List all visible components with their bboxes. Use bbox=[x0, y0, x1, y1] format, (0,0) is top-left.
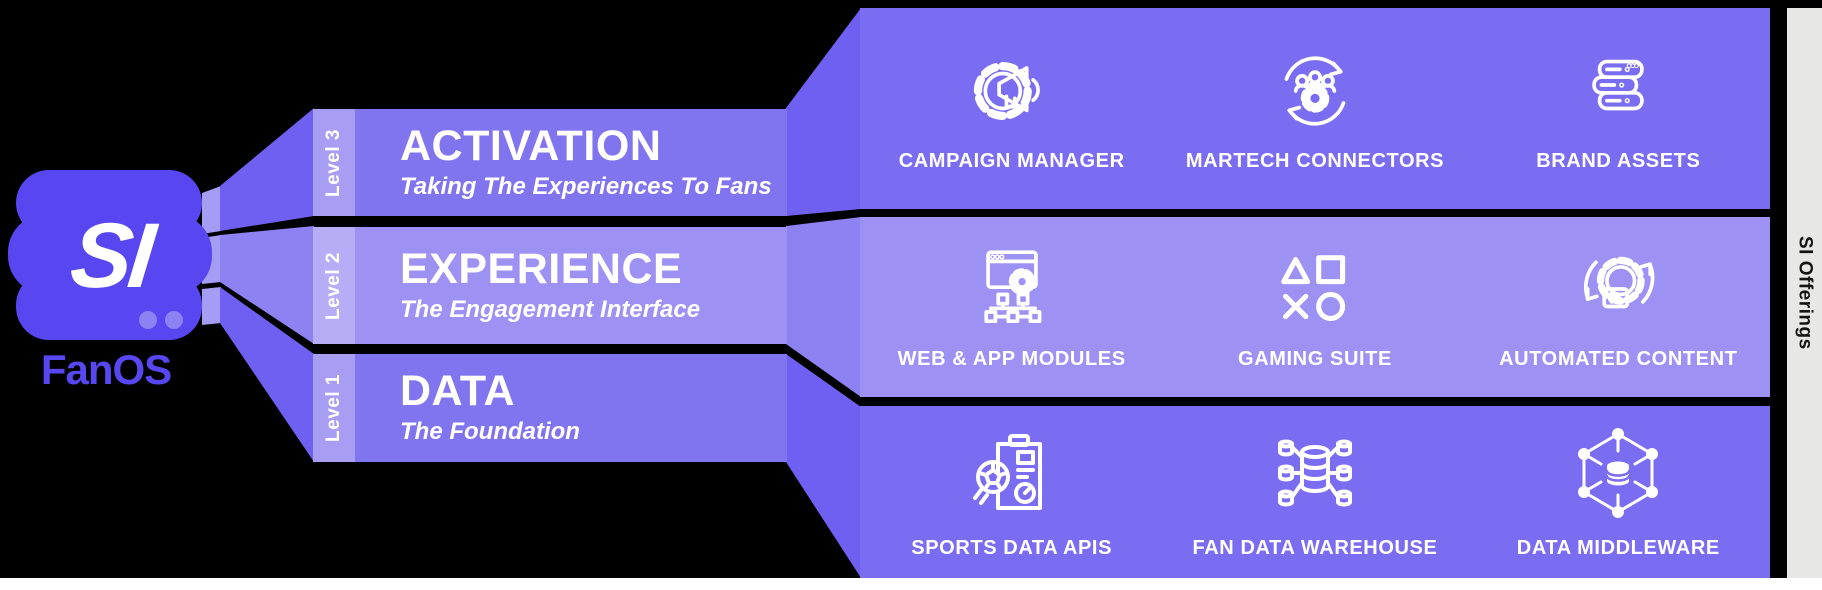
logo-blob bbox=[8, 170, 212, 340]
funnel-level2 bbox=[786, 217, 861, 397]
si-offerings-strip: SI Offerings bbox=[1787, 8, 1822, 578]
level2-title: EXPERIENCE bbox=[400, 244, 683, 293]
level-bar-data: Level 1 DATA The Foundation bbox=[313, 354, 787, 462]
level3-title: ACTIVATION bbox=[400, 121, 662, 170]
level-bar-experience: Level 2 EXPERIENCE The Engagement Interf… bbox=[313, 227, 787, 344]
sports-data-apis-icon bbox=[972, 434, 1042, 510]
logo-dot-right bbox=[165, 311, 183, 329]
fan-level3 bbox=[220, 108, 314, 231]
level3-subtitle: Taking The Experiences To Fans bbox=[400, 172, 772, 200]
si-logo-mark: SI bbox=[66, 204, 156, 307]
offering-web-app-modules: WEB & APP MODULES bbox=[860, 217, 1163, 397]
offering-label: WEB & APP MODULES bbox=[897, 348, 1126, 370]
fan-data-warehouse-icon bbox=[1277, 439, 1352, 507]
brand-assets-icon bbox=[1592, 59, 1645, 110]
bottom-margin bbox=[0, 578, 1822, 590]
offering-automated-content: AUTOMATED CONTENT bbox=[1467, 217, 1770, 397]
offering-campaign-manager: CAMPAIGN MANAGER bbox=[860, 8, 1163, 209]
offering-label: GAMING SUITE bbox=[1238, 348, 1392, 370]
offering-label: AUTOMATED CONTENT bbox=[1499, 348, 1738, 370]
gaming-suite-icon bbox=[1281, 255, 1346, 321]
offering-label: CAMPAIGN MANAGER bbox=[898, 149, 1125, 172]
level1-subtitle: The Foundation bbox=[400, 418, 580, 446]
fan-level2 bbox=[220, 226, 314, 344]
level1-title: DATA bbox=[400, 367, 516, 416]
offering-label: SPORTS DATA APIS bbox=[911, 537, 1113, 559]
funnel-level1 bbox=[786, 354, 861, 578]
logo-dot-left bbox=[139, 311, 157, 329]
panel-data-offerings: SPORTS DATA APIS FAN DATA WAREHOUSE bbox=[860, 406, 1770, 578]
level2-tag: Level 2 bbox=[313, 227, 355, 344]
offering-data-middleware: DATA MIDDLEWARE bbox=[1467, 406, 1770, 578]
offering-label: DATA MIDDLEWARE bbox=[1516, 537, 1720, 559]
level2-subtitle: The Engagement Interface bbox=[400, 295, 701, 323]
web-app-modules-icon bbox=[984, 250, 1042, 324]
fan-level1 bbox=[220, 287, 314, 462]
panel-activation-offerings: CAMPAIGN MANAGER MARTECH CONNECTORS bbox=[860, 8, 1770, 209]
level1-tag: Level 1 bbox=[313, 354, 355, 462]
fanos-label: FanOS bbox=[40, 346, 172, 393]
level3-tag: Level 3 bbox=[313, 109, 355, 216]
funnel-level3 bbox=[786, 8, 861, 216]
martech-connectors-icon bbox=[1284, 55, 1346, 126]
si-logo: SI FanOS bbox=[8, 168, 214, 398]
offering-martech-connectors: MARTECH CONNECTORS bbox=[1163, 8, 1466, 209]
panel-experience-offerings: WEB & APP MODULES GAMING SUITE bbox=[860, 217, 1770, 397]
offering-label: MARTECH CONNECTORS bbox=[1185, 149, 1445, 172]
logo-strip-bottom bbox=[202, 287, 221, 325]
offering-fan-data-warehouse: FAN DATA WAREHOUSE bbox=[1163, 406, 1466, 578]
offering-gaming-suite: GAMING SUITE bbox=[1163, 217, 1466, 397]
offering-sports-data-apis: SPORTS DATA APIS bbox=[860, 406, 1163, 578]
data-middleware-icon bbox=[1578, 428, 1659, 518]
si-offerings-label: SI Offerings bbox=[1794, 236, 1816, 350]
automated-content-icon bbox=[1584, 256, 1655, 309]
campaign-manager-icon bbox=[973, 61, 1040, 120]
level-bar-activation: Level 3 ACTIVATION Taking The Experience… bbox=[313, 109, 787, 216]
offering-label: FAN DATA WAREHOUSE bbox=[1192, 537, 1438, 559]
logo-strip-top bbox=[202, 186, 221, 234]
offering-brand-assets: BRAND ASSETS bbox=[1467, 8, 1770, 209]
offering-label: BRAND ASSETS bbox=[1536, 149, 1701, 172]
